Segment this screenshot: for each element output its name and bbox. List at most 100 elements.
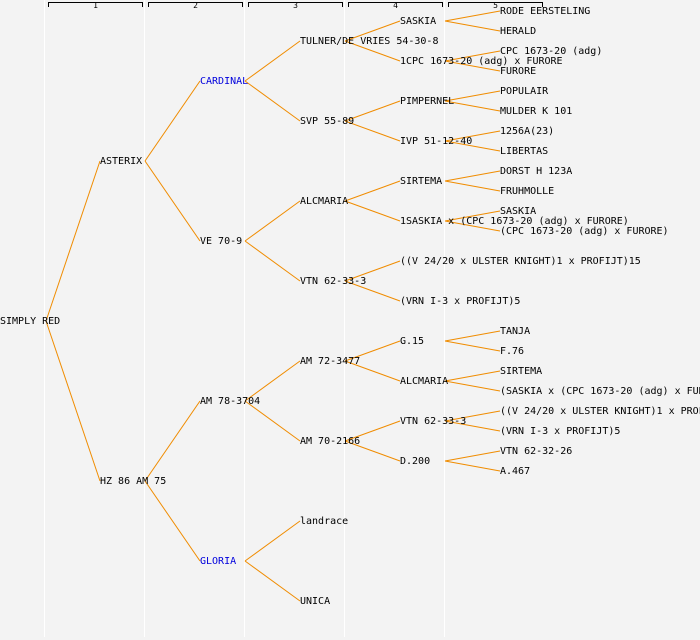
connector-line [444, 130, 501, 142]
ancestor-gen6[interactable]: MULDER K 101 [500, 106, 573, 117]
ancestor-gen4[interactable]: SVP 55-89 [300, 116, 355, 127]
connector-line [144, 480, 201, 562]
ancestor-gen6[interactable]: RODE EERSTELING [500, 6, 591, 17]
connector-line [444, 90, 501, 102]
connector-line [244, 560, 301, 602]
ancestor-gen4[interactable]: VTN 62-33-3 [300, 276, 367, 287]
ancestor-gen4[interactable]: AM 70-2166 [300, 436, 361, 447]
ancestor-gen5[interactable]: ALCMARIA [400, 376, 449, 387]
ancestor-gen6[interactable]: F.76 [500, 346, 525, 357]
ancestor-gen6[interactable]: VTN 62-32-26 [500, 446, 573, 457]
ancestor-gen6[interactable]: FRUHMOLLE [500, 186, 555, 197]
connector-line [344, 360, 401, 382]
connector-line [344, 20, 401, 42]
ancestor-gen6[interactable]: A.467 [500, 466, 531, 477]
ancestor-gen6[interactable]: CPC 1673-20 (adg) [500, 46, 603, 57]
connector-line [444, 60, 501, 72]
ancestor-gen6[interactable]: ((V 24/20 x ULSTER KNIGHT)1 x PROFIJT)15 [500, 406, 700, 417]
ancestor-gen5[interactable]: G.15 [400, 336, 425, 347]
ancestor-gen6[interactable]: POPULAIR [500, 86, 549, 97]
generation-bracket-5 [448, 2, 543, 7]
ancestor-gen5[interactable]: 1SASKIA x (CPC 1673-20 (adg) x FURORE) [400, 216, 629, 227]
connector-line [344, 100, 401, 122]
ancestor-gen4[interactable]: landrace [300, 516, 349, 527]
connector-line [144, 400, 201, 482]
connector-line [244, 80, 301, 122]
column-divider [144, 0, 145, 637]
subject-animal[interactable]: SIMPLY RED [0, 316, 61, 327]
connector-line [444, 460, 501, 472]
generation-bracket-4 [348, 2, 443, 7]
connector-line [444, 210, 501, 222]
ancestor-gen5[interactable]: 1CPC 1673-20 (adg) x FURORE [400, 56, 563, 67]
connector-line [444, 380, 501, 392]
connector-line [344, 340, 401, 362]
ancestor-gen5[interactable]: ((V 24/20 x ULSTER KNIGHT)1 x PROFIJT)15 [400, 256, 641, 267]
ancestor-gen3[interactable]: CARDINAL [200, 76, 249, 87]
connector-line [144, 160, 201, 242]
ancestor-gen2[interactable]: ASTERIX [100, 156, 143, 167]
ancestor-gen5[interactable]: (VRN I-3 x PROFIJT)5 [400, 296, 521, 307]
generation-bracket-3 [248, 2, 343, 7]
ancestor-gen6[interactable]: (CPC 1673-20 (adg) x FURORE) [500, 226, 669, 237]
ancestor-gen5[interactable]: SASKIA [400, 16, 437, 27]
generation-label-5: 5 [493, 1, 498, 10]
ancestor-gen6[interactable]: SASKIA [500, 206, 537, 217]
generation-label-2: 2 [193, 1, 198, 10]
ancestor-gen3[interactable]: GLORIA [200, 556, 237, 567]
ancestor-gen4[interactable]: ALCMARIA [300, 196, 349, 207]
column-divider [344, 0, 345, 637]
ancestor-gen5[interactable]: IVP 51-12-40 [400, 136, 473, 147]
connector-line [444, 170, 501, 182]
generation-label-1: 1 [93, 1, 98, 10]
ancestor-gen5[interactable]: SIRTEMA [400, 176, 443, 187]
ancestor-gen6[interactable]: DORST H 123A [500, 166, 573, 177]
ancestor-gen3[interactable]: AM 78-3704 [200, 396, 261, 407]
connector-line [244, 360, 301, 402]
ancestor-gen6[interactable]: HERALD [500, 26, 537, 37]
ancestor-gen6[interactable]: SIRTEMA [500, 366, 543, 377]
ancestor-gen6[interactable]: (SASKIA x (CPC 1673-20 (adg) x FURORE)) [500, 386, 700, 397]
connector-line [344, 420, 401, 442]
ancestor-gen6[interactable]: TANJA [500, 326, 531, 337]
generation-label-4: 4 [393, 1, 398, 10]
connector-line [444, 140, 501, 152]
connector-line [444, 330, 501, 342]
generation-bracket-1 [48, 2, 143, 7]
generation-label-3: 3 [293, 1, 298, 10]
connector-line [444, 180, 501, 192]
connector-line [444, 20, 501, 32]
connector-line [444, 220, 501, 232]
connector-line [444, 340, 501, 352]
connector-line [444, 50, 501, 62]
ancestor-gen6[interactable]: FURORE [500, 66, 537, 77]
connector-line [344, 440, 401, 462]
ancestor-gen4[interactable]: AM 72-3477 [300, 356, 361, 367]
ancestor-gen6[interactable]: 1256A(23) [500, 126, 555, 137]
connector-line [444, 10, 501, 22]
connector-line [244, 240, 301, 282]
column-divider [444, 0, 445, 637]
connector-line [244, 40, 301, 82]
connector-line [344, 260, 401, 282]
connector-line [344, 200, 401, 222]
connector-line [244, 520, 301, 562]
ancestor-gen4[interactable]: UNICA [300, 596, 331, 607]
ancestor-gen5[interactable]: VTN 62-33-3 [400, 416, 467, 427]
connector-line [444, 450, 501, 462]
column-divider [244, 0, 245, 637]
connector-line [344, 120, 401, 142]
connector-line [344, 40, 401, 62]
ancestor-gen6[interactable]: (VRN I-3 x PROFIJT)5 [500, 426, 621, 437]
ancestor-gen4[interactable]: TULNER/DE VRIES 54-30-8 [300, 36, 439, 47]
ancestor-gen2[interactable]: HZ 86 AM 75 [100, 476, 167, 487]
connector-line [444, 420, 501, 432]
ancestor-gen3[interactable]: VE 70-9 [200, 236, 243, 247]
connector-line [244, 200, 301, 242]
ancestor-gen5[interactable]: D.200 [400, 456, 431, 467]
ancestor-gen5[interactable]: PIMPERNEL [400, 96, 455, 107]
ancestor-gen6[interactable]: LIBERTAS [500, 146, 549, 157]
connector-line [244, 400, 301, 442]
